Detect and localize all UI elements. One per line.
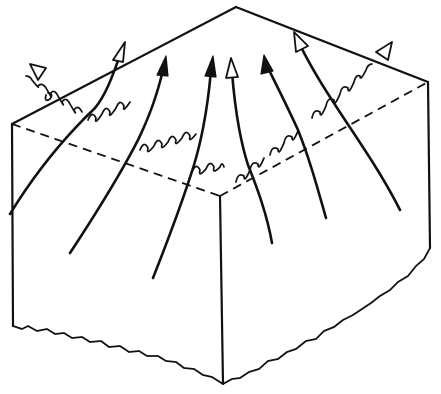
- right-side-edge: [428, 82, 430, 248]
- front-vertical-edge: [220, 196, 223, 384]
- helix-arrowhead-left: [30, 64, 46, 80]
- arrowhead-5: [261, 55, 273, 74]
- field-line-6: [300, 45, 400, 210]
- helix-right-front-1: [236, 158, 264, 182]
- helix-left-front-1: [88, 102, 130, 121]
- field-line-2: [70, 70, 163, 253]
- arrowhead-3: [205, 56, 216, 77]
- helix-left-front-3: [192, 163, 224, 173]
- helix-left-front-2: [140, 132, 196, 151]
- field-lines: [10, 45, 400, 278]
- helix-right-front-2: [270, 131, 298, 155]
- arrowhead-2: [157, 56, 168, 76]
- left-bottom-broken-edge: [13, 326, 223, 384]
- arrowhead-1: [113, 42, 125, 62]
- arrowhead-4: [226, 58, 238, 78]
- field-line-4: [232, 72, 272, 243]
- hidden-top-edges: [12, 82, 428, 196]
- helix-arrowhead-right: [376, 42, 392, 60]
- top-face-front-right-dashed-edge: [220, 82, 428, 196]
- left-side-edge: [12, 124, 13, 326]
- right-bottom-broken-edge: [223, 248, 430, 384]
- field-line-3: [153, 70, 211, 278]
- field-line-1: [10, 55, 120, 214]
- helix-upper-left: [26, 76, 82, 113]
- helix-upper-right: [312, 64, 372, 118]
